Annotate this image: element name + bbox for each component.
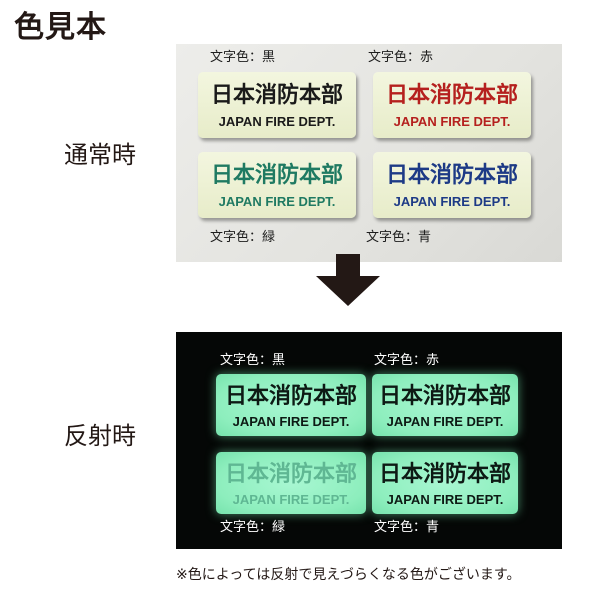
arrow-down-icon [316,254,380,306]
visibility-note: ※色によっては反射で見えづらくなる色がございます。 [176,567,521,583]
plate-jp-text: 日本消防本部 [210,163,343,188]
plate-red: 日本消防本部 JAPAN FIRE DEPT. [373,72,531,138]
plate-en-text: JAPAN FIRE DEPT. [232,414,350,429]
plate-jp-text: 日本消防本部 [224,384,357,409]
plate-blue: 日本消防本部 JAPAN FIRE DEPT. [373,152,531,218]
plate-en-text: JAPAN FIRE DEPT. [393,114,511,129]
plate-en-text: JAPAN FIRE DEPT. [386,492,504,507]
plate-en-text: JAPAN FIRE DEPT. [218,194,336,209]
plate-jp-text: 日本消防本部 [378,384,511,409]
color-label-black: 文字色：黒 [210,50,276,65]
plate-green-glow: 日本消防本部 JAPAN FIRE DEPT. [216,452,366,514]
normal-sample-photo: 文字色：黒 文字色：赤 日本消防本部 JAPAN FIRE DEPT. 日本消防… [176,44,562,262]
plate-jp-text: 日本消防本部 [385,83,518,108]
plate-jp-text: 日本消防本部 [224,462,357,487]
plate-en-text: JAPAN FIRE DEPT. [393,194,511,209]
color-label-red: 文字色：赤 [374,353,440,368]
color-label-blue: 文字色：青 [366,230,432,245]
plate-jp-text: 日本消防本部 [385,163,518,188]
color-label-green: 文字色：緑 [220,520,286,535]
color-label-blue: 文字色：青 [374,520,440,535]
plate-en-text: JAPAN FIRE DEPT. [386,414,504,429]
plate-en-text: JAPAN FIRE DEPT. [218,114,336,129]
reflect-sample-photo: 文字色：黒 文字色：赤 日本消防本部 JAPAN FIRE DEPT. 日本消防… [176,332,562,549]
plate-black-glow: 日本消防本部 JAPAN FIRE DEPT. [216,374,366,436]
section-label-reflect: 反射時 [64,422,136,450]
plate-jp-text: 日本消防本部 [210,83,343,108]
page-title: 色見本 [14,10,107,45]
plate-red-glow: 日本消防本部 JAPAN FIRE DEPT. [372,374,518,436]
color-label-black: 文字色：黒 [220,353,286,368]
section-label-normal: 通常時 [64,141,136,169]
plate-blue-glow: 日本消防本部 JAPAN FIRE DEPT. [372,452,518,514]
plate-black: 日本消防本部 JAPAN FIRE DEPT. [198,72,356,138]
plate-green: 日本消防本部 JAPAN FIRE DEPT. [198,152,356,218]
plate-jp-text: 日本消防本部 [378,462,511,487]
plate-en-text: JAPAN FIRE DEPT. [232,492,350,507]
color-label-green: 文字色：緑 [210,230,276,245]
color-label-red: 文字色：赤 [368,50,434,65]
